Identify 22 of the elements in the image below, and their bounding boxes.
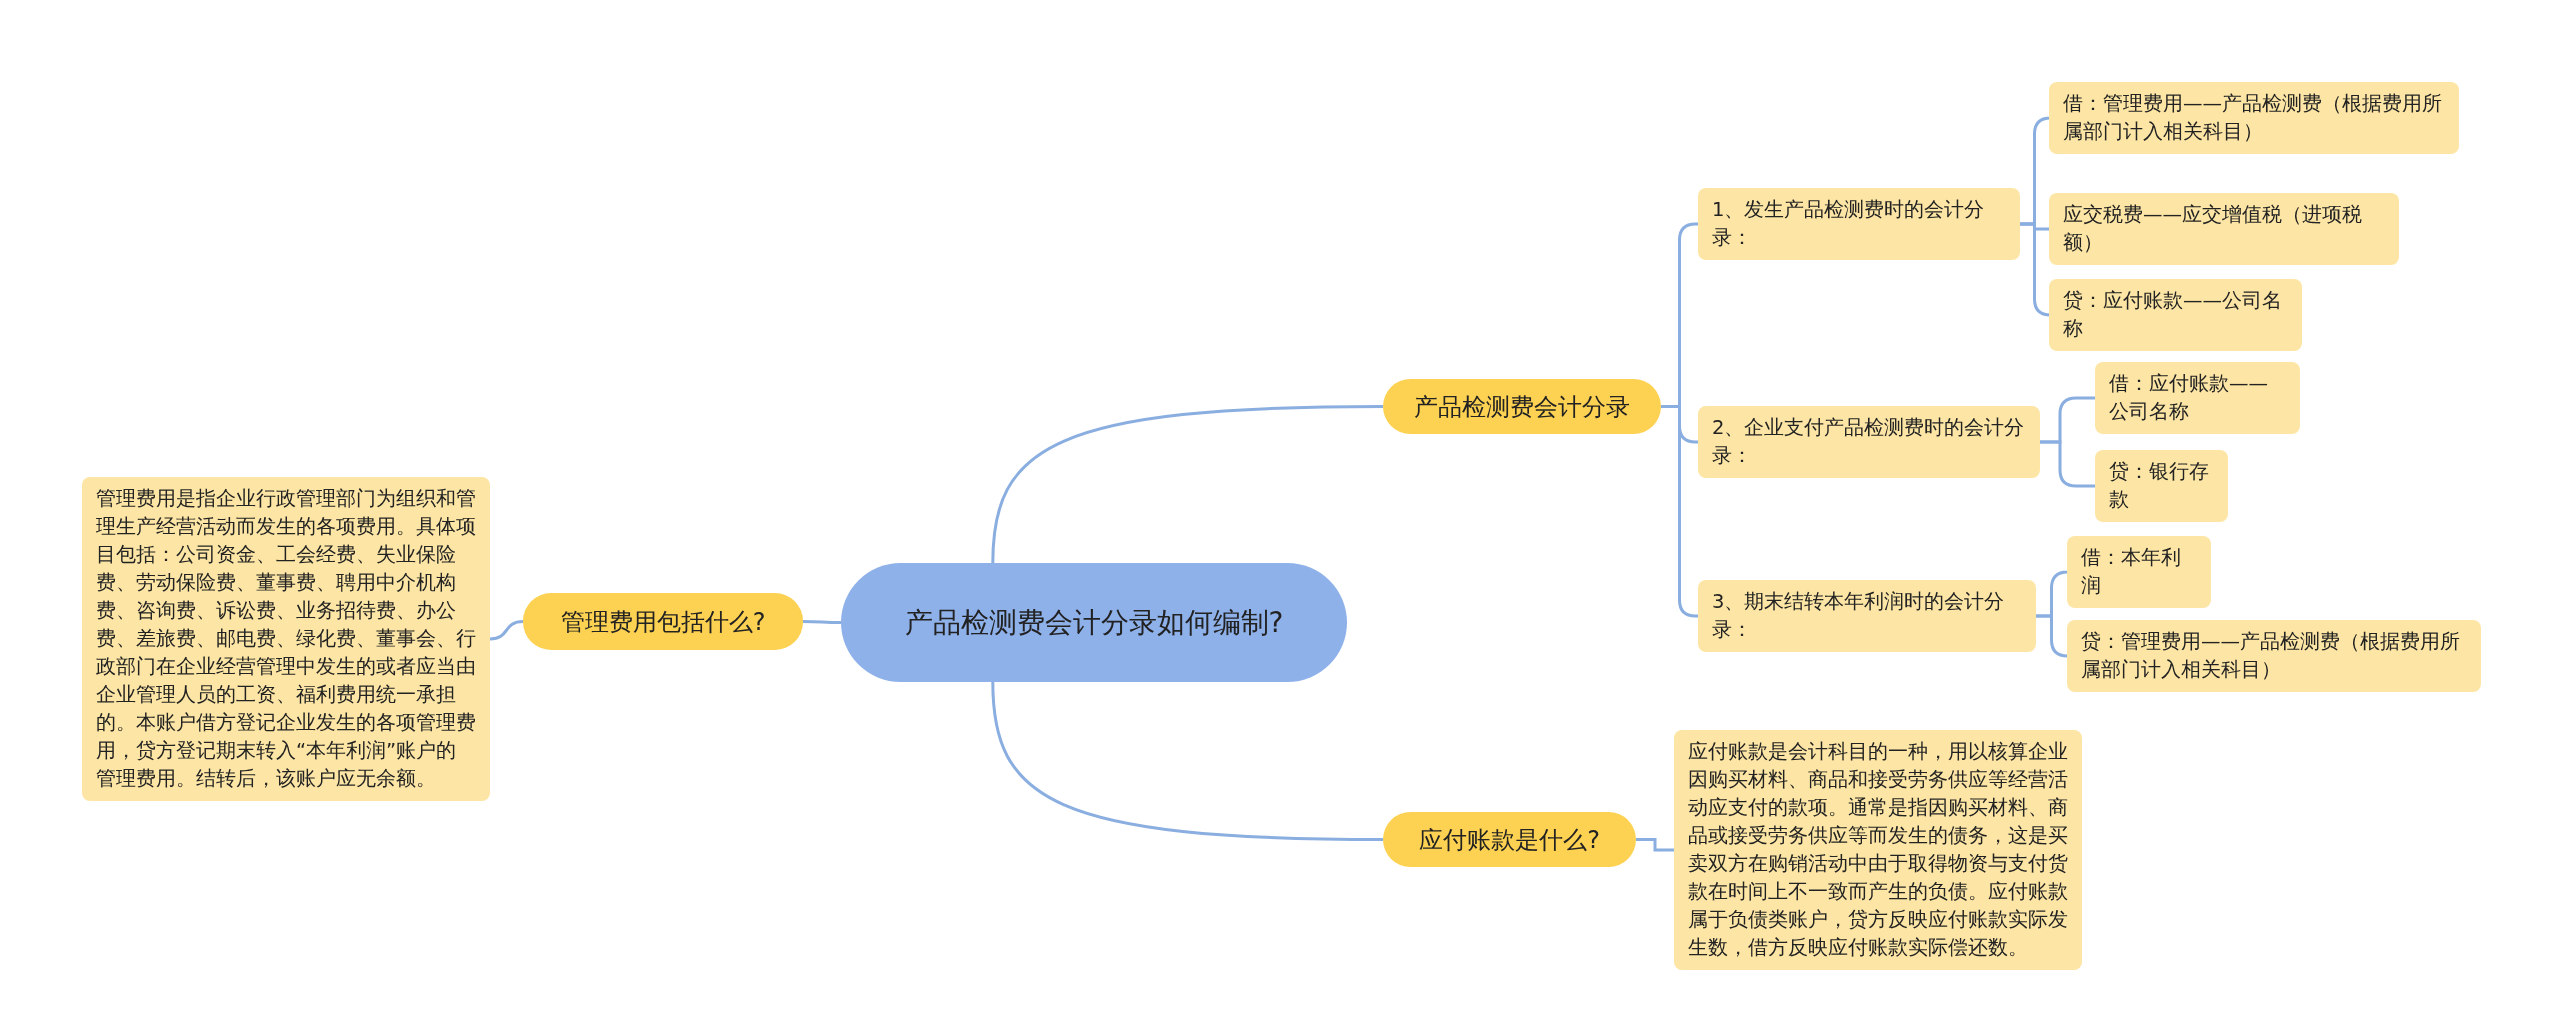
topic-box: 管理费用包括什么? (523, 593, 803, 650)
subtopic-box: 贷：银行存款 (2095, 450, 2228, 522)
subtopic-box: 3、期末结转本年利润时的会计分录： (1698, 580, 2036, 652)
connector-line (991, 681, 1383, 841)
central-topic: 产品检测费会计分录如何编制? (841, 563, 1347, 682)
topic-box: 产品检测费会计分录 (1383, 379, 1661, 434)
subtopic-box: 贷：管理费用——产品检测费（根据费用所属部门计入相关科目） (2067, 620, 2481, 692)
subtopic-box: 借：应付账款——公司名称 (2095, 362, 2300, 434)
connector-line (489, 620, 524, 641)
topic-box: 应付账款是什么? (1383, 812, 1636, 867)
subtopic-box: 应付账款是会计科目的一种，用以核算企业因购买材料、商品和接受劳务供应等经营活动应支付的款项。通常是指因购买材料、商品或接受劳务供应等而发生的债务，这是买卖双方在购销活动中由于取得物资与支付货款在时间上不一致而产生的负债。应付账款属于负债类账户，贷方反映应付账款实际发生数，借方反映应付账款实际偿还数。 (1674, 730, 2082, 970)
subtopic-box: 应交税费——应交增值税（进项税额） (2049, 193, 2399, 265)
subtopic-box: 1、发生产品检测费时的会计分录： (1698, 188, 2020, 260)
subtopic-box: 2、企业支付产品检测费时的会计分录： (1698, 406, 2040, 478)
connector-line (991, 405, 1383, 564)
subtopic-box: 借：本年利润 (2067, 536, 2211, 608)
connector-line (2036, 614, 2069, 658)
connector-line (803, 620, 841, 624)
subtopic-box: 借：管理费用——产品检测费（根据费用所属部门计入相关科目） (2049, 82, 2459, 154)
subtopic-box: 管理费用是指企业行政管理部门为组织和管理生产经营活动而发生的各项费用。具体项目包括：公司资金、工会经费、失业保险费、劳动保险费、董事费、聘用中介机构费、咨询费、诉讼费、业务招待费、办公费、差旅费、邮电费、绿化费、董事会、行政部门在企业经营管理中发生的或者应当由企业管理人员的工资、福利费用统一承担的。本账户借方登记企业发生的各项管理费用，贷方登记期末转入“本年利润”账户的管理费用。结转后，该账户应无余额。 (82, 477, 490, 801)
subtopic-box: 贷：应付账款——公司名称 (2049, 279, 2302, 351)
connector-line (1636, 838, 1674, 852)
